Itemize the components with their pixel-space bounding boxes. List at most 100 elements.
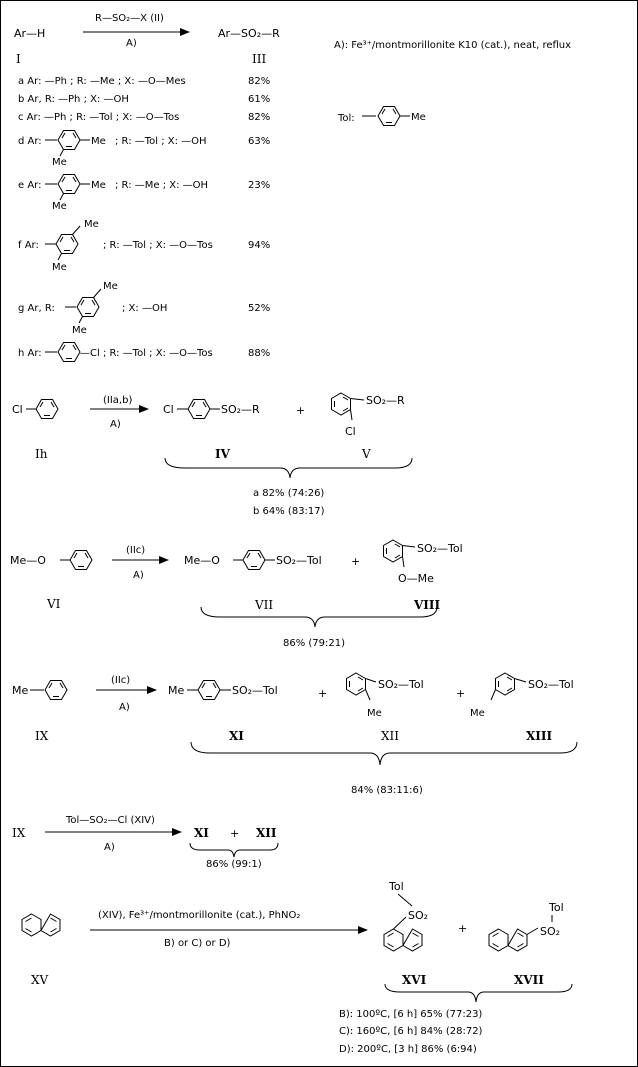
entry-f-suffix: ; R: —Tol ; X: —O—Tos [103, 240, 213, 251]
yield-c: 82% [248, 112, 270, 123]
label-iii: III [252, 52, 266, 66]
r1-brace [164, 457, 413, 479]
d-methyl-ortho: Me [52, 157, 67, 168]
r1-yield-a: a 82% (74:26) [253, 488, 324, 499]
r3-p2-tail: SO₂—Tol [378, 678, 424, 691]
entry-e-suffix: ; R: —Me ; X: —OH [115, 180, 208, 191]
g-methyl-top: Me [103, 281, 118, 292]
r4-p1-xi: XI [194, 826, 209, 840]
yield-a: 82% [248, 76, 270, 87]
d-methyl-para: Me [91, 136, 106, 147]
r4-condition: A) [104, 842, 115, 853]
r5-plus: + [458, 922, 467, 935]
g-methyl-bottom: Me [72, 325, 87, 336]
r3-p3-me: Me [470, 708, 485, 719]
r3-p1-me: Me [168, 684, 184, 697]
r2-p1-meo: Me—O [184, 554, 220, 567]
r4-brace [189, 842, 279, 858]
r3-condition: A) [119, 702, 130, 713]
entry-g-prefix: g Ar, R: [18, 303, 55, 314]
r1-p1-tail: SO₂—R [221, 403, 260, 416]
r1-p2-cl: Cl [345, 425, 356, 438]
label-xv: XV [31, 973, 49, 987]
r1-p1-cl: Cl [163, 403, 174, 416]
label-xvii: XVII [514, 973, 544, 987]
r1-yield-b: b 64% (83:17) [253, 506, 325, 517]
r5-condition: B) or C) or D) [164, 938, 231, 949]
e-methyl-ortho: Me [52, 201, 67, 212]
r1-plus: + [296, 404, 305, 417]
r3-reagent: (IIc) [111, 675, 130, 686]
r5-condition-d: D): 200ºC, [3 h] 86% (6:94) [339, 1044, 477, 1055]
reaction-anisole: Me—O VI (IIc) A) Me—O SO₂—Tol + SO₂—Tol … [10, 539, 463, 649]
r5-p2-tol: Tol [548, 901, 564, 914]
r5-reagent: (XIV), Fe³⁺/montmorillonite (cat.), PhNO… [98, 910, 300, 921]
r1-condition: A) [110, 419, 121, 430]
label-vii: VII [254, 598, 273, 612]
tol-definition: Tol: Me [337, 106, 426, 126]
yield-e: 23% [248, 180, 270, 191]
r5-condition-b: B): 100ºC, [6 h] 65% (77:23) [339, 1009, 482, 1020]
label-v: V [361, 447, 371, 461]
entry-table: a Ar: —Ph ; R: —Me ; X: —O—Mes 82% b Ar,… [18, 76, 270, 362]
r3-p2-me: Me [367, 708, 382, 719]
r5-condition-c: C): 160ºC, [6 h] 84% (28:72) [339, 1026, 483, 1037]
product-iii: Ar—SO₂—R [218, 27, 280, 40]
r3-p3-tail: SO₂—Tol [528, 678, 574, 691]
r3-plus-2: + [456, 687, 465, 700]
label-iv: IV [215, 447, 231, 461]
label-viii: VIII [413, 598, 441, 612]
r3-p1-tail: SO₂—Tol [232, 684, 278, 697]
entry-h-prefix: h Ar: [18, 348, 42, 359]
r4-plus: + [230, 827, 239, 840]
r1-p2-tail: SO₂—R [366, 394, 405, 407]
r4-start-ix: IX [12, 826, 26, 840]
f-methyl-top: Me [84, 219, 99, 230]
reaction-toluene: Me IX (IIc) A) Me SO₂—Tol + SO₂—Tol Me +… [12, 672, 578, 796]
r2-p1-tail: SO₂—Tol [276, 554, 322, 567]
r2-p2-tail: SO₂—Tol [417, 542, 463, 555]
f-methyl-bottom: Me [52, 262, 67, 273]
r5-p1-tol: Tol [388, 880, 404, 893]
label-xiii: XIII [526, 729, 553, 743]
reaction-chlorobenzene: Cl Ih (IIa,b) A) Cl SO₂—R + SO₂—R Cl IV … [12, 392, 413, 517]
reactant-ar-h: Ar—H [14, 27, 45, 40]
yield-b: 61% [248, 94, 270, 105]
entry-f-prefix: f Ar: [18, 240, 39, 251]
r3-brace [190, 741, 578, 766]
label-i: I [16, 52, 21, 66]
general-equation: Ar—H R—SO₂—X (II) A) Ar—SO₂—R A): Fe³⁺/m… [14, 13, 571, 66]
label-xi: XI [229, 729, 244, 743]
r2-condition: A) [133, 570, 144, 581]
r2-brace [200, 606, 438, 628]
label-xvi: XVI [402, 973, 427, 987]
condition-a-definition: A): Fe³⁺/montmorillonite K10 (cat.), nea… [334, 40, 571, 51]
label-vi: VI [46, 597, 61, 611]
reaction-naphthalene: XV (XIV), Fe³⁺/montmorillonite (cat.), P… [21, 880, 573, 1055]
condition-a: A) [126, 38, 137, 49]
r4-yield: 86% (99:1) [206, 859, 262, 870]
entry-h-suffix: —Cl ; R: —Tol ; X: —O—Tos [80, 348, 213, 359]
r1-start-cl: Cl [12, 403, 23, 416]
label-ix: IX [35, 729, 49, 743]
tol-methyl: Me [411, 112, 426, 123]
label-ih: Ih [35, 447, 48, 461]
r2-plus: + [351, 555, 360, 568]
r4-reagent: Tol—SO₂—Cl (XIV) [65, 815, 155, 826]
r1-reagent: (IIa,b) [103, 395, 132, 406]
r5-p1-so2: SO₂ [408, 909, 428, 922]
r3-start-me: Me [12, 684, 28, 697]
r3-plus-1: + [318, 687, 327, 700]
r4-p2-xii: XII [256, 826, 277, 840]
entry-b: b Ar, R: —Ph ; X: —OH [18, 94, 129, 105]
reagent-ii: R—SO₂—X (II) [95, 13, 164, 24]
label-xii: XII [381, 729, 399, 743]
entry-d-suffix: ; R: —Tol ; X: —OH [115, 136, 207, 147]
yield-h: 88% [248, 348, 270, 359]
entry-e-prefix: e Ar: [18, 180, 41, 191]
entry-c: c Ar: —Ph ; R: —Tol ; X: —O—Tos [18, 112, 179, 123]
yield-d: 63% [248, 136, 270, 147]
reaction-tosyl-chloride: IX Tol—SO₂—Cl (XIV) A) XI + XII 86% (99:… [12, 815, 279, 870]
entry-g-suffix: ; X: —OH [122, 303, 167, 314]
